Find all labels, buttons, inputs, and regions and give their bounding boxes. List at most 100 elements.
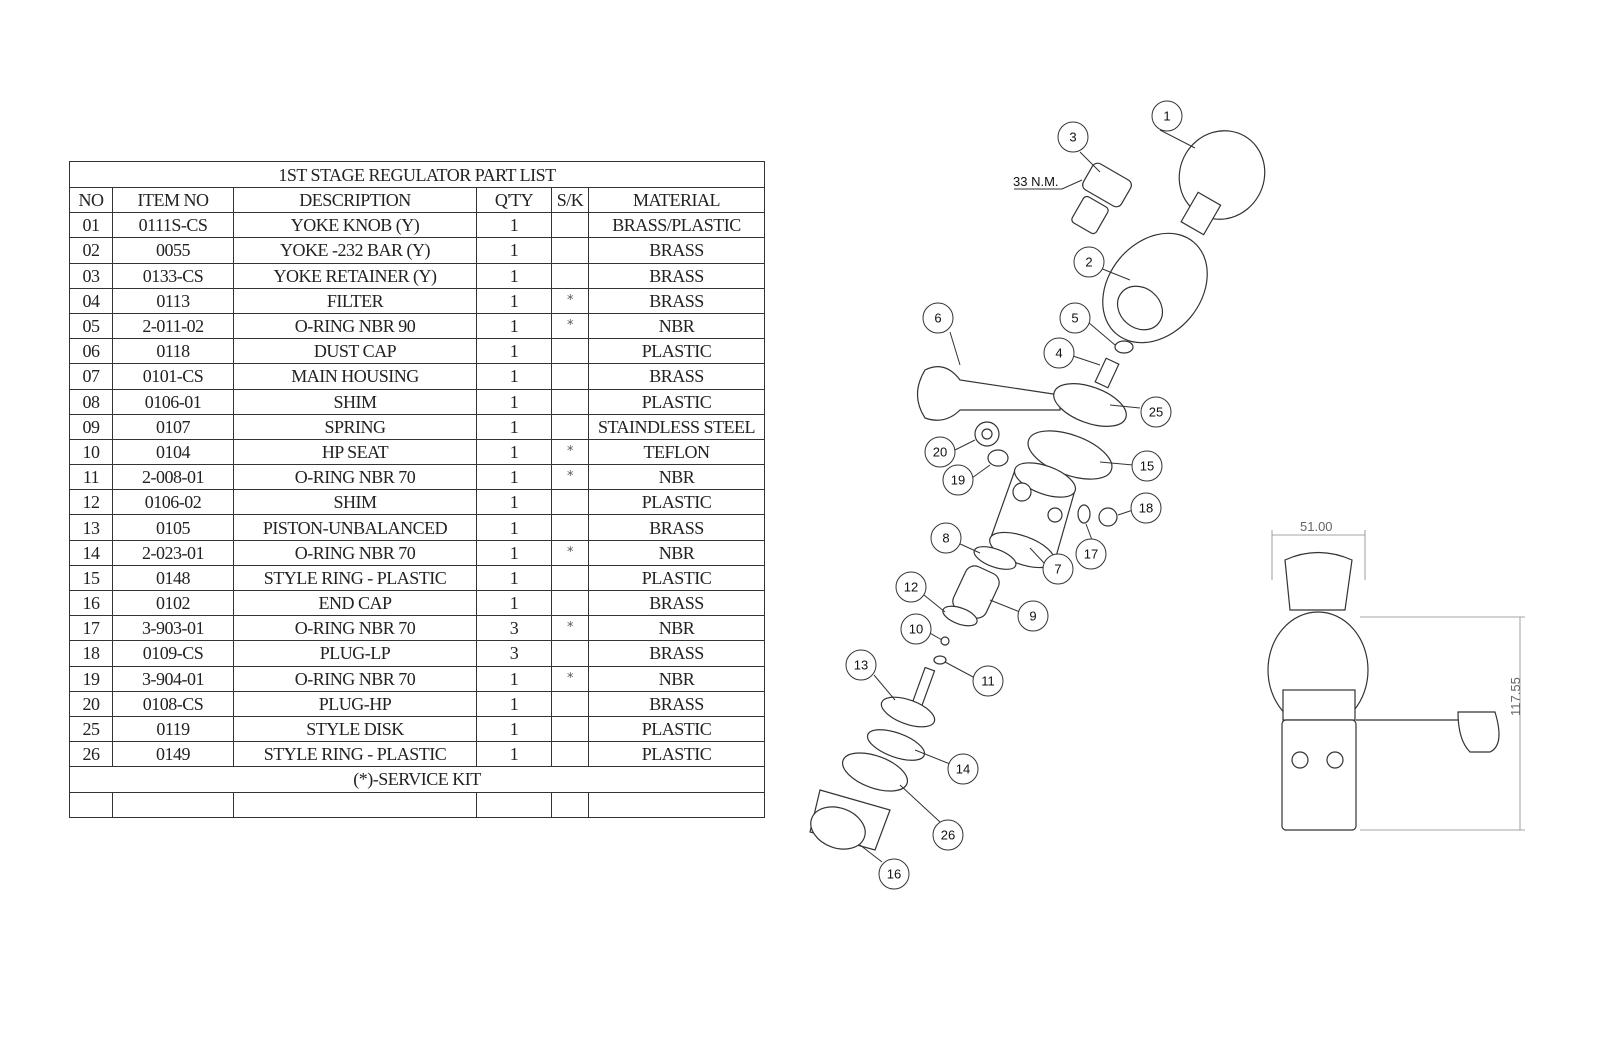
cell-no: 16	[69, 589, 113, 617]
cell-description: O-RING NBR 90	[233, 312, 477, 340]
cell-item-no: 0109-CS	[112, 640, 234, 667]
cell-item-no: 3-903-01	[112, 615, 234, 642]
callout-15: 15	[1131, 450, 1163, 482]
cell-no: 18	[69, 640, 113, 667]
cell-description: PISTON-UNBALANCED	[233, 514, 477, 541]
cell-item-no: 0149	[112, 741, 234, 768]
callout-circle	[1057, 121, 1089, 153]
callout-25: 25	[1140, 396, 1172, 428]
cell-sk	[551, 338, 589, 365]
callout-circle	[1130, 492, 1162, 524]
cell-item-no: 2-023-01	[112, 539, 234, 566]
cell-description: O-RING NBR 70	[233, 539, 477, 566]
callout-label: 6	[934, 311, 941, 326]
callout-circle	[972, 665, 1004, 697]
cell-sk	[551, 741, 589, 768]
cell-material: BRASS	[588, 690, 765, 717]
callout-circle	[922, 302, 954, 334]
callout-circle	[878, 858, 910, 890]
cell-qty: 1	[476, 665, 552, 692]
callout-6: 6	[922, 302, 954, 334]
blank-row	[69, 791, 765, 818]
cell-no: 13	[69, 514, 113, 541]
callout-label: 10	[909, 622, 923, 637]
callout-circle	[942, 464, 974, 496]
callout-4: 4	[1043, 337, 1075, 369]
callout-14: 14	[947, 753, 979, 785]
callout-circle	[930, 522, 962, 554]
callout-label: 5	[1071, 311, 1078, 326]
cell-qty: 1	[476, 690, 552, 717]
cell-qty: 1	[476, 312, 552, 340]
cell-item-no: 3-904-01	[112, 665, 234, 692]
callout-11: 11	[972, 665, 1004, 697]
callout-label: 16	[887, 867, 901, 882]
cell-qty: 1	[476, 388, 552, 415]
callout-label: 20	[933, 445, 947, 460]
cell-material: BRASS	[588, 589, 765, 617]
cell-item-no: 0101-CS	[112, 363, 234, 390]
callout-label: 9	[1029, 609, 1036, 624]
cell-item-no: 0119	[112, 715, 234, 743]
cell-no: 07	[69, 363, 113, 390]
cell-sk: *	[551, 665, 589, 692]
cell-description: YOKE KNOB (Y)	[233, 212, 477, 239]
table-header-row: NO ITEM NO DESCRIPTION Q'TY S/K MATERIAL	[69, 186, 765, 214]
callout-circle	[1151, 100, 1183, 132]
callout-3: 3	[1057, 121, 1089, 153]
cell-item-no: 2-011-02	[112, 312, 234, 340]
cell-qty: 1	[476, 338, 552, 365]
callout-circle	[1042, 553, 1074, 585]
callout-label: 15	[1140, 459, 1154, 474]
cell-no: 14	[69, 539, 113, 566]
callout-label: 2	[1085, 255, 1092, 270]
cell-item-no: 0108-CS	[112, 690, 234, 717]
callout-9: 9	[1017, 600, 1049, 632]
callout-circle	[932, 819, 964, 851]
cell-sk	[551, 715, 589, 743]
callout-label: 11	[981, 674, 995, 689]
callout-label: 1	[1163, 109, 1170, 124]
torque-label: 33 N.M.	[1013, 174, 1059, 189]
cell-description: PLUG-HP	[233, 690, 477, 717]
cell-description: O-RING NBR 70	[233, 615, 477, 642]
cell-qty: 1	[476, 212, 552, 239]
cell-no: 25	[69, 715, 113, 743]
cell-material: PLASTIC	[588, 741, 765, 768]
cell-no: 20	[69, 690, 113, 717]
callout-label: 18	[1139, 501, 1153, 516]
header-material: MATERIAL	[588, 186, 765, 214]
cell-description: STYLE DISK	[233, 715, 477, 743]
cell-sk	[551, 489, 589, 516]
callout-circle	[1131, 450, 1163, 482]
cell-material: STAINDLESS STEEL	[588, 413, 765, 440]
callout-circle	[947, 753, 979, 785]
service-kit-note: (*)-SERVICE KIT	[69, 766, 765, 793]
height-dimension: 117.55	[1508, 677, 1523, 716]
cell-item-no: 0148	[112, 564, 234, 592]
cell-item-no: 0111S-CS	[112, 212, 234, 239]
cell-description: YOKE RETAINER (Y)	[233, 262, 477, 289]
part-outlines	[809, 129, 1525, 863]
callout-label: 4	[1055, 346, 1062, 361]
cell-material: PLASTIC	[588, 564, 765, 592]
callout-circle	[895, 571, 927, 603]
callout-26: 26	[932, 819, 964, 851]
cell-no: 02	[69, 237, 113, 264]
callout-label: 8	[942, 531, 949, 546]
callout-circle	[845, 649, 877, 681]
